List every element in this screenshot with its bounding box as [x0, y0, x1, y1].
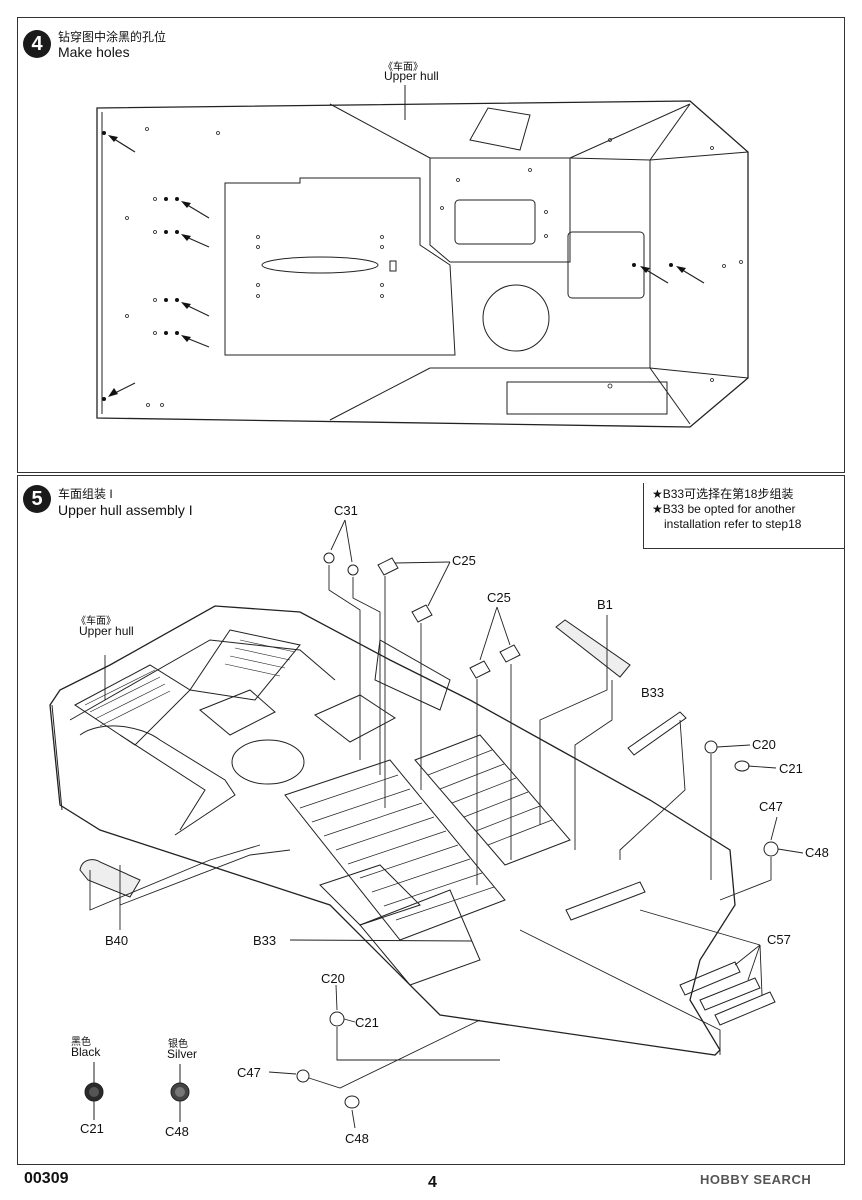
part-c25b-shape [411, 604, 433, 623]
part-c25d-shape [499, 644, 521, 663]
part-label-c20-a: C20 [752, 737, 776, 752]
page-number: 4 [428, 1174, 437, 1191]
part-b33-shape [627, 711, 687, 756]
step-5-title-cn: 车面组装 I [58, 487, 113, 501]
part-label-c48-a: C48 [805, 845, 829, 860]
part-label-c47-a: C47 [759, 799, 783, 814]
upper-hull-label-cn-5: 《车面》 [76, 616, 116, 627]
part-c20-shape [704, 740, 718, 754]
part-label-c47-b: C47 [237, 1065, 261, 1080]
part-label-c31: C31 [334, 503, 358, 518]
part-c47b-shape [296, 1069, 310, 1083]
part-label-c20-b: C20 [321, 971, 345, 986]
product-code: 00309 [24, 1170, 69, 1187]
upper-hull-label-en-4: Upper hull [384, 69, 439, 83]
part-c57-shapes [565, 881, 776, 1026]
part-label-b1: B1 [597, 597, 613, 612]
part-b40-shape [79, 859, 141, 898]
color-black-cn: 黑色 [71, 1037, 91, 1048]
part-c20b-shape [329, 1011, 345, 1027]
upper-hull-isometric [49, 605, 736, 1056]
part-c48-shape [763, 841, 779, 857]
part-c31a-shape [323, 552, 335, 564]
part-c25a-shape [377, 557, 399, 576]
leader-lines [89, 519, 804, 1129]
note-en-1: ★B33 be opted for another [652, 502, 796, 516]
color-black-part: C21 [80, 1121, 104, 1136]
step-5-panel [17, 475, 845, 1165]
rib-grid-left [284, 759, 506, 941]
part-c25c-shape [469, 660, 491, 679]
part-c48b-shape [344, 1095, 360, 1109]
color-silver-cn: 银色 [168, 1039, 188, 1050]
step-4-title-cn: 钻穿图中涂黑的孔位 [58, 30, 167, 44]
color-silver-part: C48 [165, 1124, 189, 1139]
part-label-b40: B40 [105, 933, 129, 948]
note-en-2: installation refer to step18 [664, 517, 802, 531]
part-c21-shape [734, 760, 750, 772]
part-label-b33-b: B33 [253, 933, 277, 948]
step-4-number: 4 [23, 30, 51, 58]
upper-hull-top-view [96, 85, 749, 428]
rib-grid-right [414, 734, 571, 866]
part-label-c21-a: C21 [779, 761, 803, 776]
part-label-c57: C57 [767, 932, 791, 947]
watermark: HOBBY SEARCH [700, 1172, 812, 1187]
part-label-b33-a: B33 [641, 685, 665, 700]
upper-hull-label-en-5: Upper hull [79, 624, 134, 638]
part-c31b-shape [347, 564, 359, 576]
part-b1-shape [555, 619, 631, 678]
step-4-title-en: Make holes [58, 44, 130, 60]
note-cn: ★B33可选择在第18步组装 [652, 487, 794, 501]
step-5-title-en: Upper hull assembly I [58, 502, 193, 518]
color-swatches [84, 1062, 190, 1122]
part-label-c25-b: C25 [487, 590, 511, 605]
part-label-c21-b: C21 [355, 1015, 379, 1030]
step-4-panel [17, 17, 845, 473]
part-label-c25-a: C25 [452, 553, 476, 568]
loose-parts [79, 552, 779, 1109]
optional-note-box: ★B33可选择在第18步组装 ★B33 be opted for another… [643, 483, 844, 549]
step-5-number: 5 [23, 485, 51, 513]
part-label-c48-b: C48 [345, 1131, 369, 1146]
color-black-en: Black [71, 1045, 101, 1059]
color-silver-en: Silver [167, 1047, 198, 1061]
upper-hull-label-cn-4: 《车面》 [383, 62, 423, 73]
